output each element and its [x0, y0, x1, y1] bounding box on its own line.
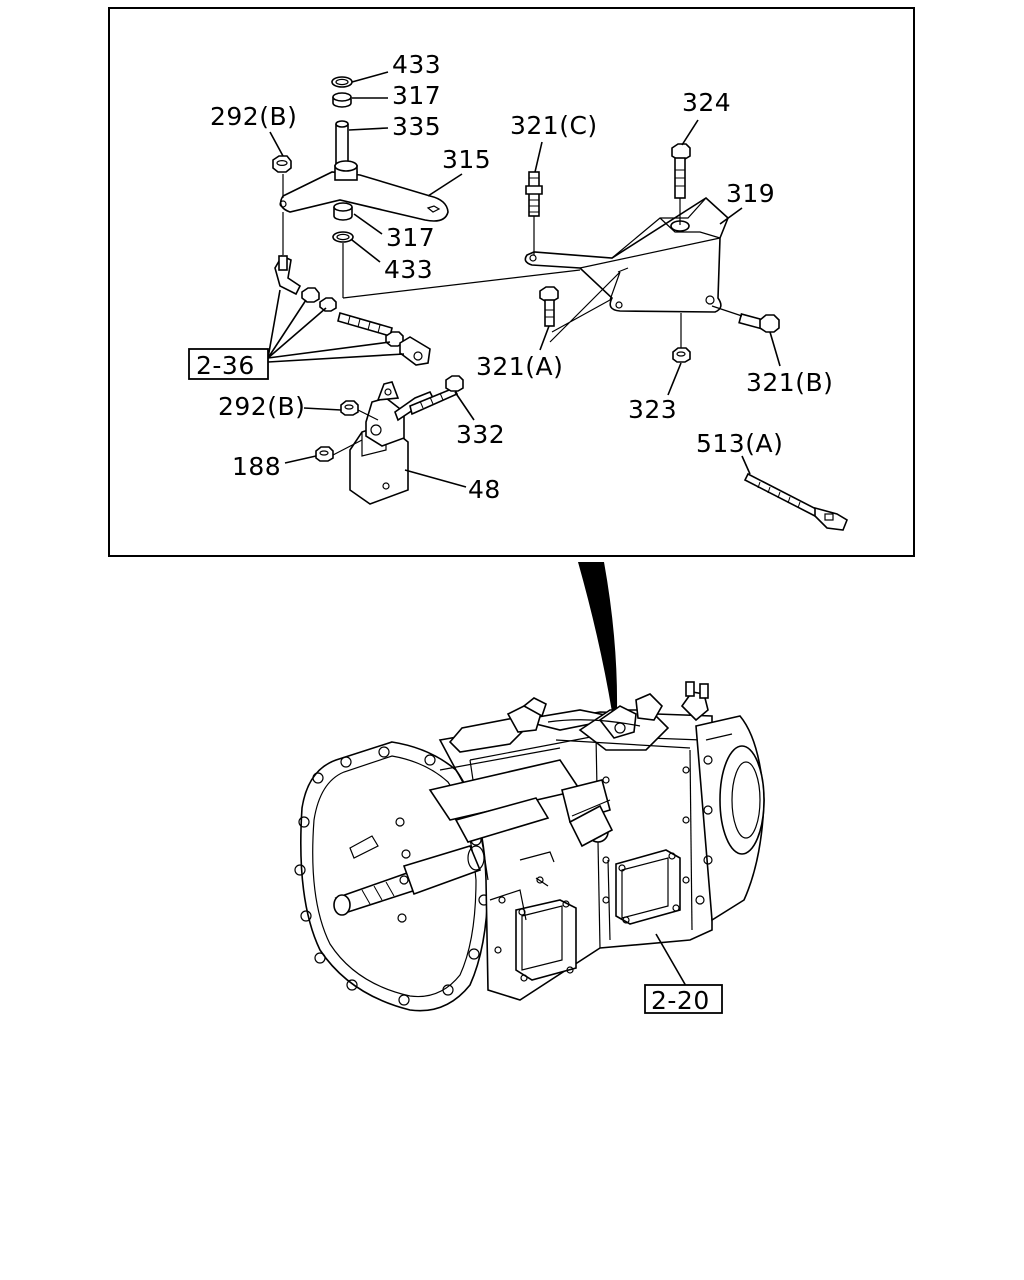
callout-332: 332: [456, 420, 505, 449]
callout-433-top: 433: [392, 50, 441, 79]
washer-433-bottom: [332, 231, 354, 243]
lever-315: [279, 160, 449, 222]
nut-292b-top: [272, 155, 292, 173]
callout-292b-top: 292(B): [210, 102, 297, 131]
reference-2-36-label: 2-36: [196, 351, 255, 380]
bushing-317-bottom: [333, 202, 353, 221]
callout-321c: 321(C): [510, 111, 598, 140]
reference-2-20[interactable]: 2-20: [644, 984, 723, 1015]
bracket-48: [349, 381, 409, 505]
bushing-317-top: [332, 92, 352, 108]
callout-317-bottom: 317: [386, 223, 435, 252]
bolt-324: [671, 143, 691, 199]
leader-2-20: [655, 933, 687, 987]
nut-323: [672, 347, 691, 363]
bolt-321b: [738, 313, 780, 333]
bolt-321a: [539, 286, 559, 327]
stud-321c: [525, 171, 543, 217]
pin-335: [335, 120, 349, 168]
nut-292b-bottom: [340, 400, 359, 416]
callout-321a: 321(A): [476, 352, 563, 381]
callout-292b-bottom: 292(B): [218, 392, 305, 421]
reference-2-20-label: 2-20: [651, 986, 710, 1015]
detail-pointer: [578, 562, 618, 712]
callout-324: 324: [682, 88, 731, 117]
callout-513a: 513(A): [696, 429, 783, 458]
callout-317-top: 317: [392, 81, 441, 110]
washer-433-top: [331, 76, 353, 88]
detail-frame: [108, 7, 915, 557]
link-rod-assembly: [274, 254, 431, 366]
rod-end-332: [394, 375, 464, 422]
callout-315: 315: [442, 145, 491, 174]
transmission-assembly: [294, 681, 765, 1012]
reference-2-36[interactable]: 2-36: [188, 348, 269, 380]
callout-335: 335: [392, 112, 441, 141]
callout-319: 319: [726, 179, 775, 208]
callout-323: 323: [628, 395, 677, 424]
nut-188: [315, 446, 334, 462]
callout-188: 188: [232, 452, 281, 481]
cable-tie-513a: [743, 472, 848, 531]
callout-321b: 321(B): [746, 368, 833, 397]
callout-433-bottom: 433: [384, 255, 433, 284]
callout-48: 48: [468, 475, 501, 504]
leader-lines: [267, 71, 781, 488]
